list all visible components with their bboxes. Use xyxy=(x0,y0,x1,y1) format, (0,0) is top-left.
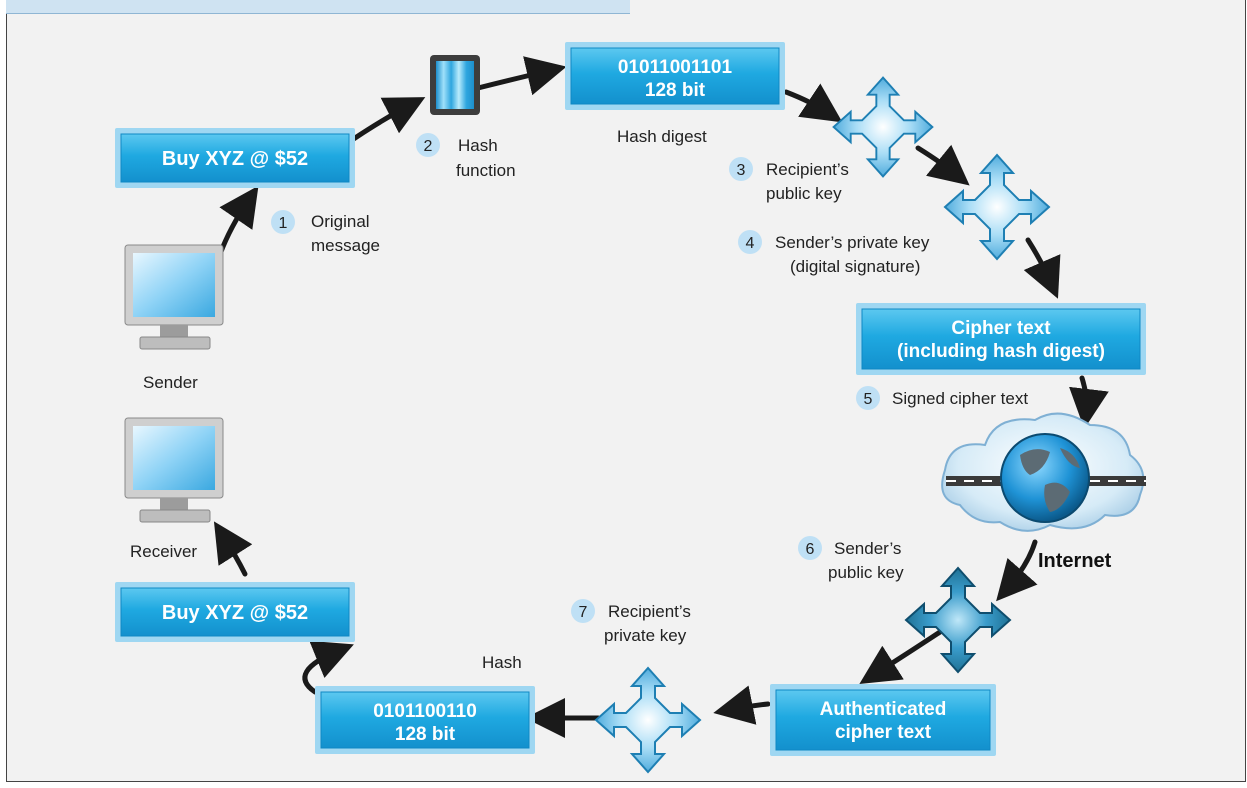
step-1-line2: message xyxy=(311,236,380,255)
step-3-line1: Recipient’s xyxy=(766,160,849,179)
step-7-line2: private key xyxy=(604,626,687,645)
sender-computer-icon xyxy=(124,244,224,350)
step-6-line1: Sender’s xyxy=(834,539,901,558)
authenticated-line1: Authenticated xyxy=(820,699,947,720)
hash-label: Hash xyxy=(482,653,522,672)
globe-icon xyxy=(1000,433,1090,523)
digest-top-line1: 01011001101 xyxy=(618,57,733,78)
sender-public-key-icon xyxy=(905,567,1011,673)
message-bottom-text: Buy XYZ @ $52 xyxy=(162,602,308,624)
step-4-line2: (digital signature) xyxy=(790,257,920,276)
digest-box-bottom: 0101100110 128 bit xyxy=(315,686,535,754)
step-7-number: 7 xyxy=(579,604,588,621)
step-2-line2: function xyxy=(456,161,516,180)
step-5-line1: Signed cipher text xyxy=(892,389,1028,408)
recipient-private-key-icon xyxy=(595,667,701,773)
arrow-key3-to-key4 xyxy=(915,144,970,186)
arrow-key6-to-authenticated xyxy=(859,629,943,685)
arrow-authenticated-to-key7 xyxy=(713,685,771,725)
sender-private-key-icon xyxy=(944,154,1050,260)
step-1-number: 1 xyxy=(279,215,288,232)
arrow-key4-to-cipher xyxy=(1023,237,1061,299)
cipher-line2: (including hash digest) xyxy=(897,341,1105,362)
arrow-message-to-hash xyxy=(349,97,426,143)
step-4-number: 4 xyxy=(746,235,755,252)
hash-function-icon xyxy=(430,55,480,115)
step-2-line1: Hash xyxy=(458,136,498,155)
arrow-message-to-receiver xyxy=(213,521,253,577)
top-bar xyxy=(6,0,630,14)
step-4: 4 Sender’s private key (digital signatur… xyxy=(738,230,930,276)
step-1-line1: Original xyxy=(311,212,370,231)
step-6-line2: public key xyxy=(828,563,904,582)
digest-top-line2: 128 bit xyxy=(645,80,706,101)
arrow-cipher-to-internet xyxy=(1069,375,1109,429)
digest-bottom-line2: 128 bit xyxy=(395,724,456,745)
authenticated-cipher-box: Authenticated cipher text xyxy=(770,684,996,756)
step-6: 6 Sender’s public key xyxy=(798,536,904,582)
digest-box-top: 01011001101 128 bit xyxy=(565,42,785,110)
step-2: 2 Hash function xyxy=(416,133,516,180)
message-box-bottom: Buy XYZ @ $52 xyxy=(115,582,355,642)
authenticated-line2: cipher text xyxy=(835,722,932,743)
receiver-label: Receiver xyxy=(130,542,197,561)
step-5: 5 Signed cipher text xyxy=(856,386,1028,410)
digest-bottom-line1: 0101100110 xyxy=(373,701,477,722)
message-top-text: Buy XYZ @ $52 xyxy=(162,148,308,170)
step-3-number: 3 xyxy=(737,162,746,179)
step-6-number: 6 xyxy=(806,541,815,558)
internet-label: Internet xyxy=(1038,550,1112,572)
arrow-digest-to-message xyxy=(302,640,354,695)
cipher-line1: Cipher text xyxy=(951,318,1051,339)
receiver-computer-icon xyxy=(124,417,224,523)
step-2-number: 2 xyxy=(424,138,433,155)
arrow-internet-to-key6 xyxy=(996,539,1038,602)
step-7-line1: Recipient’s xyxy=(608,602,691,621)
step-3-line2: public key xyxy=(766,184,842,203)
step-1: 1 Original message xyxy=(271,210,380,255)
step-3: 3 Recipient’s public key xyxy=(729,157,849,203)
sender-label: Sender xyxy=(143,373,198,392)
hash-digest-label: Hash digest xyxy=(617,127,707,146)
step-5-number: 5 xyxy=(864,391,873,408)
cipher-text-box: Cipher text (including hash digest) xyxy=(856,303,1146,375)
message-box-top: Buy XYZ @ $52 xyxy=(115,128,355,188)
arrow-digest-to-key3 xyxy=(783,83,843,123)
step-7: 7 Recipient’s private key xyxy=(571,599,691,645)
step-4-line1: Sender’s private key xyxy=(775,233,930,252)
arrow-hash-to-digest xyxy=(475,56,567,96)
